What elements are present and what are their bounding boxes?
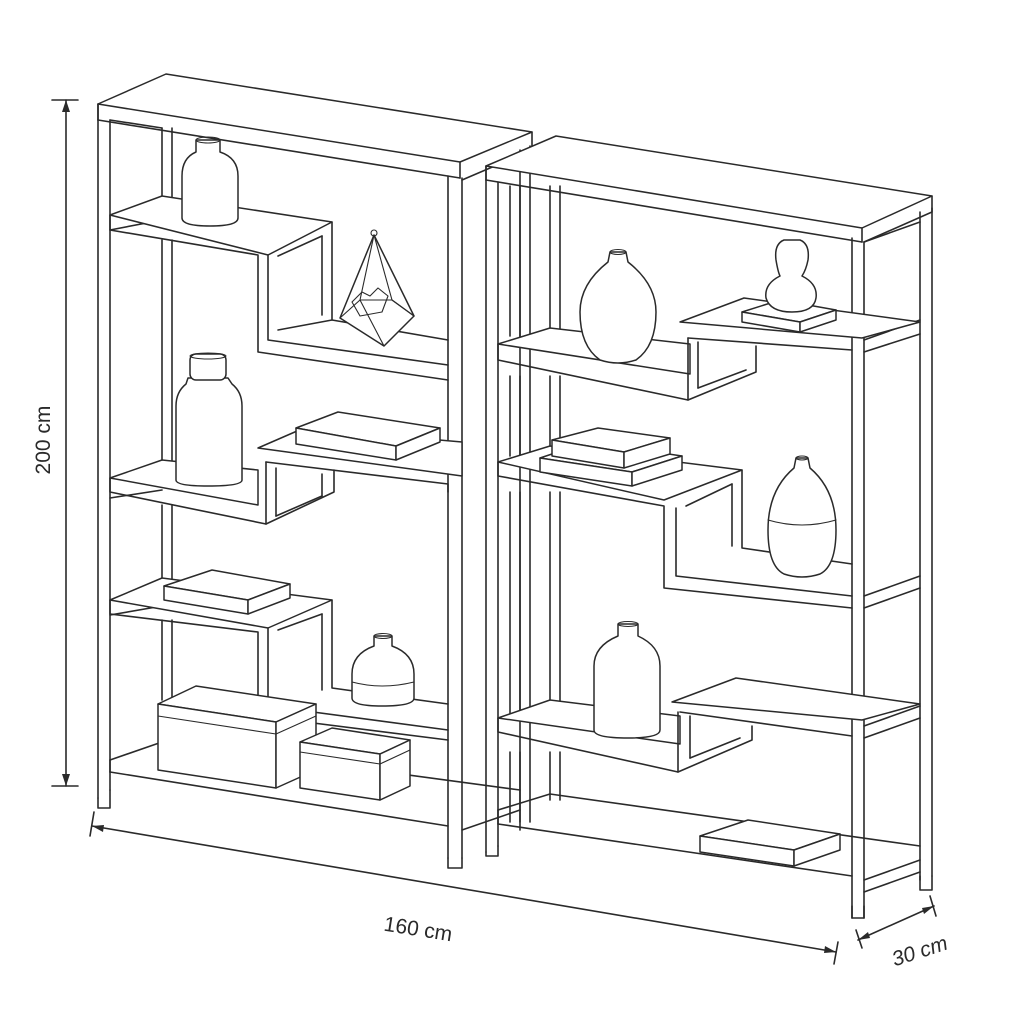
height-label: 200 cm xyxy=(32,406,55,475)
book-icon xyxy=(699,819,841,867)
right-unit-objects xyxy=(539,239,841,867)
bottle-icon xyxy=(593,623,661,739)
storage-box-icon xyxy=(157,685,317,789)
tall-jar-icon xyxy=(175,352,243,487)
right-shelf-3-upper xyxy=(671,677,921,721)
depth-dimension: 30 cm xyxy=(855,895,951,972)
book-icon xyxy=(295,411,441,461)
left-unit-top xyxy=(97,73,533,163)
bottle-icon xyxy=(181,139,239,227)
right-unit-top xyxy=(485,135,933,229)
vase-icon xyxy=(579,251,657,364)
width-label: 160 cm xyxy=(382,913,454,946)
book-icon xyxy=(551,427,671,469)
round-vase-icon xyxy=(351,632,415,707)
geometric-terrarium-icon xyxy=(339,229,415,347)
left-unit-objects xyxy=(157,136,441,801)
book-icon xyxy=(163,569,291,615)
height-dimension: 200 cm xyxy=(32,99,79,787)
storage-box-icon xyxy=(299,727,411,801)
depth-label: 30 cm xyxy=(889,932,950,972)
vase-icon xyxy=(767,455,837,578)
gourd-vase-icon xyxy=(741,239,837,333)
right-shelving-unit xyxy=(485,135,933,919)
